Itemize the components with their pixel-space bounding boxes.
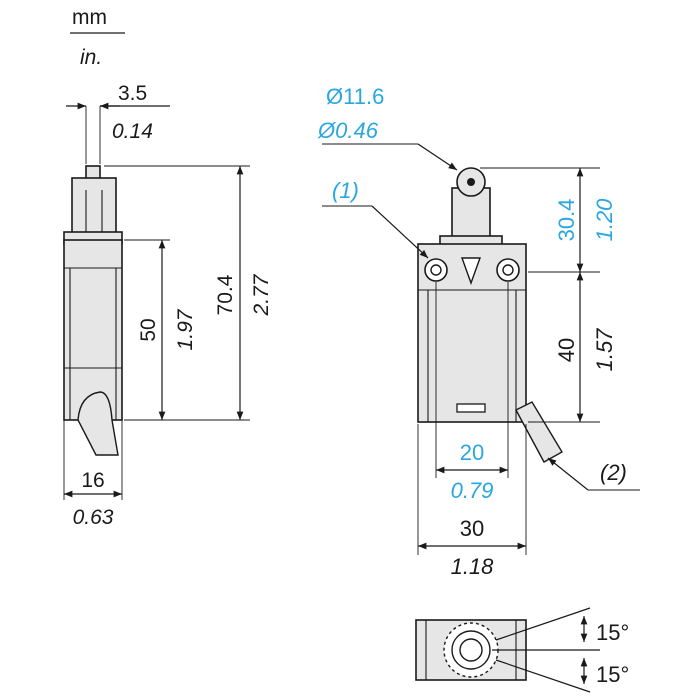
top-roller-inner — [459, 638, 483, 662]
front-body-width-mm: 30 — [460, 516, 484, 541]
side-plunger-head — [71, 177, 117, 235]
side-body — [63, 239, 123, 421]
front-label-slot — [456, 403, 486, 413]
side-width-bottom-in: 0.63 — [73, 506, 114, 529]
front-callout-1: (1) — [332, 178, 359, 203]
front-plunger-height-in: 1.20 — [592, 198, 617, 242]
units-header: mm in. — [70, 6, 125, 69]
side-height-total-mm: 70.4 — [214, 274, 237, 315]
front-cable — [515, 401, 563, 463]
front-view: Ø11.6 Ø0.46 (1) 30.4 1.20 40 1.57 20 0.7… — [317, 84, 640, 579]
front-body-height-mm: 40 — [554, 338, 579, 362]
side-width-top-in: 0.14 — [112, 120, 153, 143]
front-mount-hole-left — [424, 258, 448, 282]
front-callout-2: (2) — [600, 460, 627, 485]
front-actuation-mark — [461, 257, 481, 286]
unit-mm-label: mm — [72, 6, 107, 29]
front-body-width-in: 1.18 — [451, 554, 495, 579]
side-height-body-mm: 50 — [137, 318, 160, 341]
side-view: 3.5 0.14 50 1.97 70.4 2.77 16 0.63 — [63, 82, 273, 529]
top-angle-upper: 15° — [596, 620, 629, 645]
top-view: 15° 15° — [415, 607, 629, 693]
top-angle-lower: 15° — [596, 662, 629, 687]
front-plunger-height-mm: 30.4 — [554, 199, 579, 242]
front-hole-spacing-in: 0.79 — [451, 478, 494, 503]
side-height-total-in: 2.77 — [250, 273, 273, 316]
front-hole-spacing-mm: 20 — [460, 440, 484, 465]
front-roller-diameter-mm: Ø11.6 — [326, 84, 384, 109]
side-width-top-mm: 3.5 — [118, 82, 147, 105]
front-roller-diameter-in: Ø0.46 — [317, 118, 379, 143]
unit-in-label: in. — [80, 46, 102, 69]
front-body-height-in: 1.57 — [592, 328, 617, 372]
front-mount-hole-right — [496, 258, 520, 282]
side-cable — [77, 391, 119, 456]
side-width-bottom-mm: 16 — [81, 469, 104, 492]
side-height-body-in: 1.97 — [174, 308, 197, 350]
